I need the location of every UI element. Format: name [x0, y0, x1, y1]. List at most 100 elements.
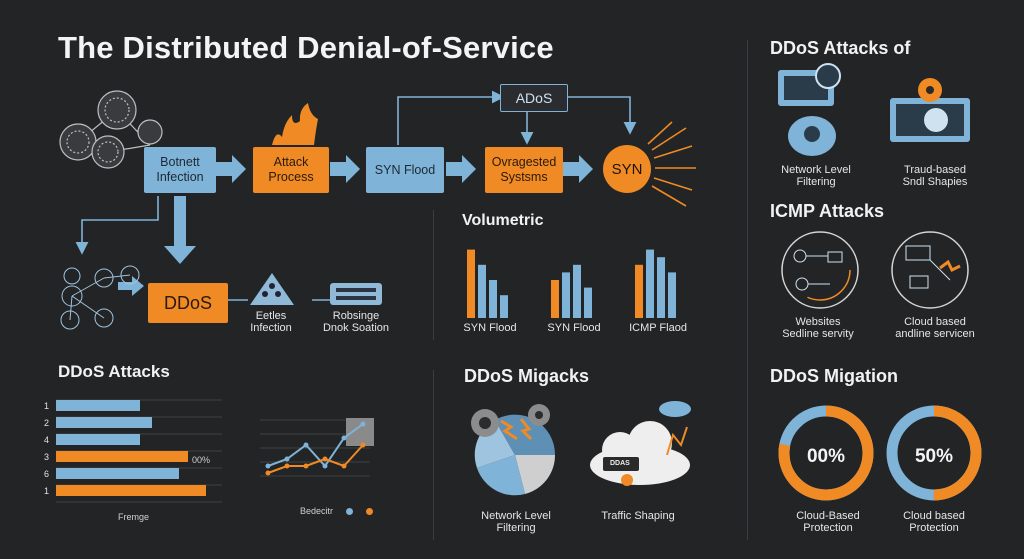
gear-icon — [471, 404, 550, 441]
legend-dot-blue — [346, 508, 353, 515]
line-point-blue — [303, 442, 309, 448]
line-point-orange — [360, 442, 366, 448]
ddos-migacks-heading: DDoS Migacks — [464, 366, 590, 386]
volumetric-bar — [478, 264, 486, 318]
ddos-migation-heading: DDoS Migation — [770, 366, 898, 386]
ring2-value: 50% — [914, 446, 954, 467]
hbar-row-label: 2 — [44, 418, 49, 428]
eetles-infection-label: Eetles Infection — [250, 310, 292, 334]
overgasted-systems-box: Ovragested Systsms — [485, 147, 563, 193]
syn-circle: SYN — [603, 145, 651, 193]
line-point-orange — [322, 456, 328, 462]
monitor-shield-icon — [778, 63, 841, 156]
divider-right — [747, 40, 748, 540]
volumetric-bar — [584, 287, 592, 318]
hbar-row-label: 4 — [44, 435, 49, 445]
line-point-blue — [284, 456, 290, 462]
syn-burst-icon — [647, 121, 696, 207]
line-chart-highlight — [346, 418, 374, 446]
cloud-devices-icon — [891, 231, 969, 309]
traud-based-label: Traud-based Sndl Shapies — [902, 164, 968, 188]
hbar-annotation: 00% — [192, 455, 211, 465]
fire-icon — [272, 103, 318, 145]
hbar-bar — [56, 468, 179, 479]
cloud-based-service-label: Cloud based andline servicen — [895, 316, 975, 340]
volumetric-bar — [573, 264, 581, 318]
volumetric-bar — [500, 295, 508, 318]
ados-box: ADoS — [500, 84, 568, 112]
ddas-badge: DDAS — [610, 460, 630, 467]
line-point-orange — [341, 463, 347, 469]
botnet-infection-box: Botnett Infection — [144, 147, 216, 193]
hbar-bar — [56, 400, 140, 411]
network-nodes-icon — [60, 265, 140, 330]
line-series-blue — [267, 423, 364, 468]
line-point-blue — [322, 463, 328, 469]
volumetric-bar — [668, 272, 676, 318]
ddos-box: DDoS — [148, 283, 228, 323]
hbar-bar — [56, 417, 152, 428]
volumetric-group-label: ICMP Flaod — [629, 322, 687, 334]
syn-flood-box: SYN Flood — [366, 147, 444, 193]
divider-mid-bottom — [433, 370, 434, 540]
network-level-filtering-right-label: Network Level Filtering — [781, 164, 851, 188]
cloud-based-protection-ring-2 — [886, 405, 982, 501]
line-point-orange — [265, 470, 271, 476]
volumetric-heading: Volumetric — [462, 212, 544, 229]
line-point-blue — [341, 435, 347, 441]
right-top-illustrations — [778, 63, 970, 156]
website-flow-icon — [781, 231, 859, 309]
hbar-row-label: 6 — [44, 469, 49, 479]
cloud-based-protection-ring — [778, 405, 874, 501]
volumetric-bar — [646, 249, 654, 318]
volumetric-bar — [467, 249, 475, 318]
line-series-orange — [267, 444, 364, 474]
ring1-label: Cloud-Based Protection — [796, 510, 860, 534]
ring-fill — [778, 405, 874, 501]
line-point-orange — [303, 463, 309, 469]
ring1-value: 00% — [806, 446, 846, 467]
robsinge-label: Robsinge Dnok Soation — [322, 310, 390, 334]
cloud-icon — [590, 401, 691, 486]
migacks-illustrations — [471, 401, 691, 496]
volumetric-bar — [657, 257, 665, 318]
ddos-attacks-of-heading: DDoS Attacks of — [770, 38, 911, 58]
flow-arrows — [118, 155, 593, 296]
hbar-bar — [56, 434, 140, 445]
ddos-attacks-heading: DDoS Attacks — [58, 362, 170, 381]
infection-icon — [250, 273, 294, 305]
hbar-bar — [56, 485, 206, 496]
line-point-orange — [284, 463, 290, 469]
volumetric-bar — [635, 264, 643, 318]
hbar-bar — [56, 451, 188, 462]
volumetric-group-label: SYN Flood — [463, 322, 517, 334]
attack-process-box: Attack Process — [253, 147, 329, 193]
ddos-attacks-bar-chart: 1 2 4 3 6 1 — [44, 399, 222, 503]
divider-mid-top — [433, 210, 434, 340]
hbar-row-label: 3 — [44, 452, 49, 462]
line-point-blue — [265, 463, 271, 469]
legend-dot-orange — [366, 508, 373, 515]
icmp-attacks-heading: ICMP Attacks — [770, 201, 885, 221]
volumetric-bar — [489, 280, 497, 318]
volumetric-bar — [562, 272, 570, 318]
hbar-row-label: 1 — [44, 486, 49, 496]
line-point-blue — [360, 421, 366, 427]
volumetric-group-label: SYN Flood — [547, 322, 601, 334]
ring-fill — [886, 405, 982, 501]
page-title: The Distributed Denial-of-Service — [58, 30, 554, 65]
hbar-xlabel: Fremge — [118, 512, 150, 522]
server-rack-icon — [330, 283, 382, 305]
icmp-illustrations — [781, 231, 969, 309]
websites-label: Websites Sedline servity — [782, 316, 854, 340]
volumetric-bar — [551, 280, 559, 318]
botnet-cluster-icon — [59, 90, 163, 169]
line-chart — [260, 418, 374, 477]
monitor-gear-icon — [890, 78, 970, 142]
traffic-shaping-label: Traffic Shaping — [601, 510, 675, 522]
hbar-row-label: 1 — [44, 401, 49, 411]
network-level-filtering-label: Network Level Filtering — [481, 510, 551, 534]
ring2-label: Cloud based Protection — [903, 510, 965, 534]
line-legend-label: Bedecitr — [300, 506, 334, 516]
